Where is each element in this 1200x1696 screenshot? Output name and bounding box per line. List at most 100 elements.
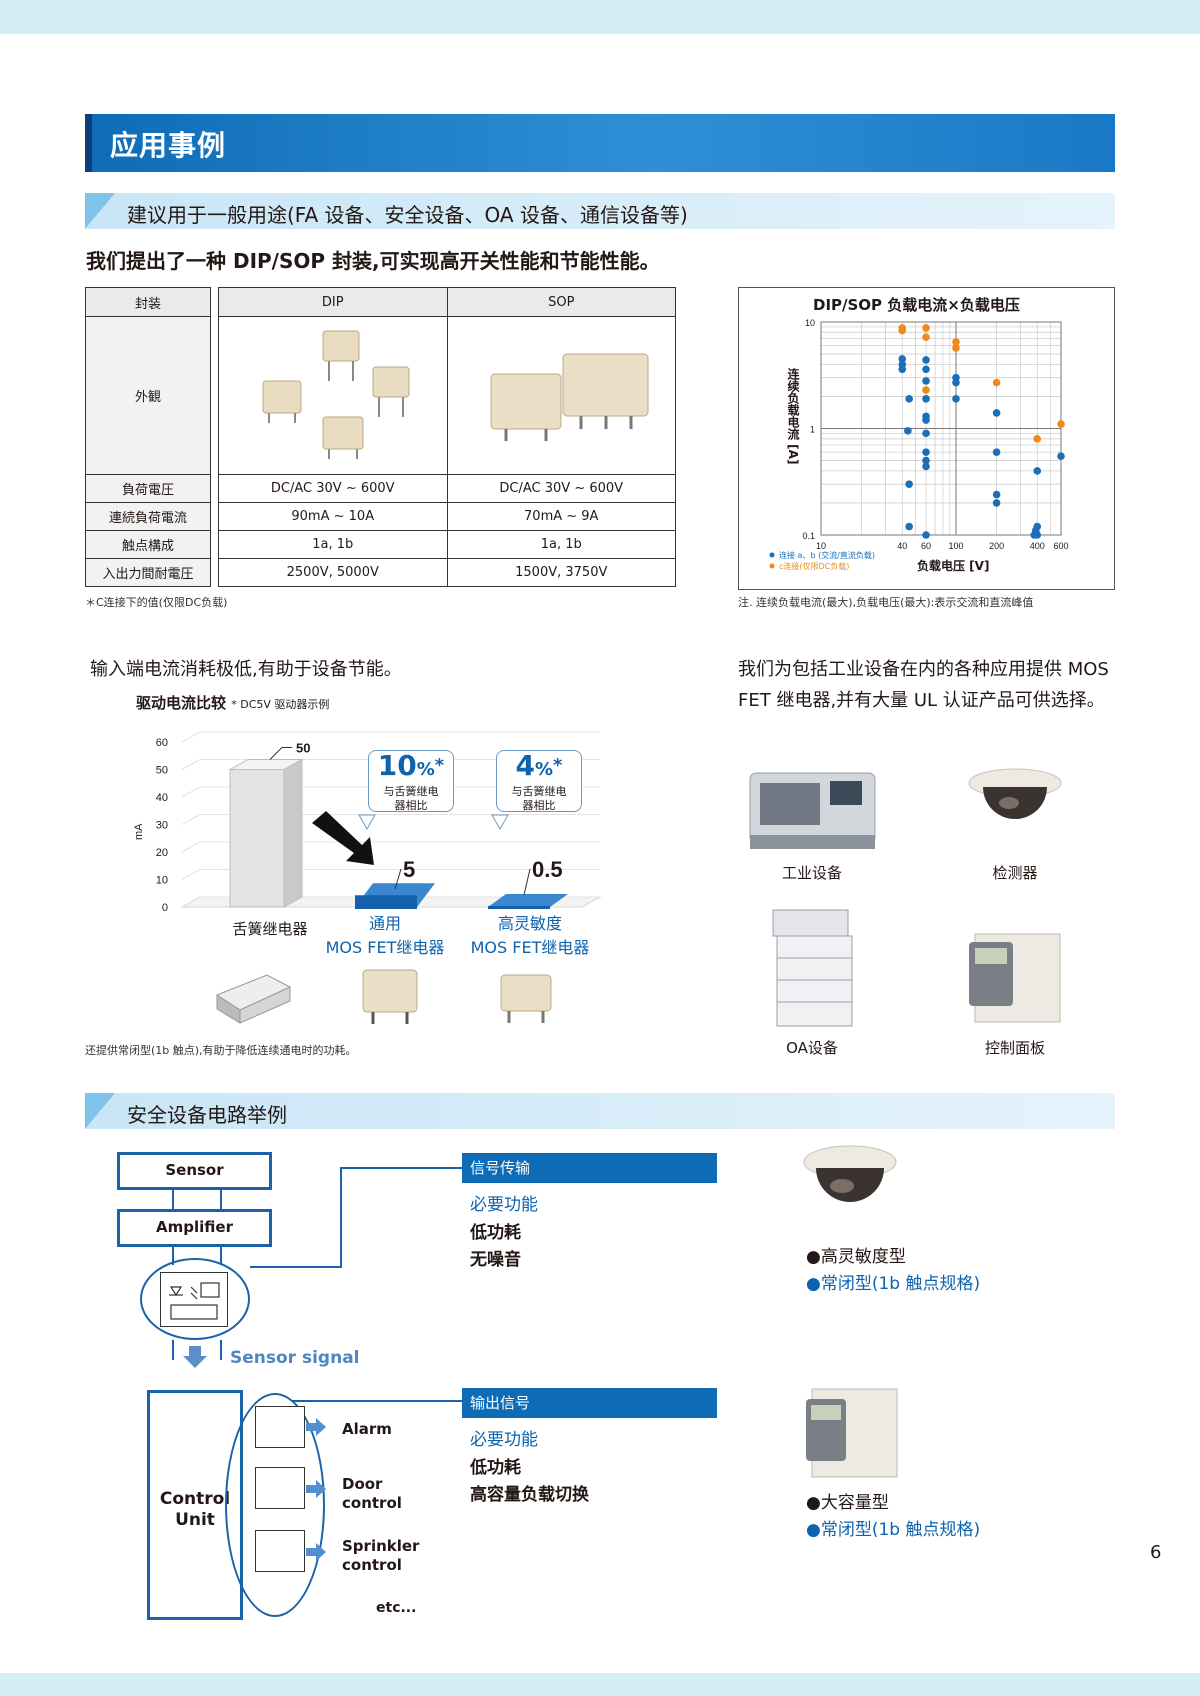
right-text: 我们为包括工业设备在内的各种应用提供 MOS FET 继电器,并有大量 UL 认… [738, 659, 1109, 711]
arrow-right-icon [306, 1480, 326, 1498]
cell-sop-voltage: DC/AC 30V ~ 600V [446, 474, 676, 503]
bar-value-label: 0.5 [532, 857, 563, 882]
bar-title: 驱动电流比较 * DC5V 驱动器示例 [136, 692, 329, 713]
bar-ytick: 20 [156, 847, 168, 859]
scatter-series-0 [898, 355, 1065, 539]
input-relay-symbol [160, 1272, 228, 1327]
bar-value-label: 50 [296, 741, 310, 756]
scatter-point [1057, 452, 1065, 460]
bar-top [488, 894, 568, 907]
output-alarm: Alarm [342, 1420, 392, 1438]
section-header: 应用事例 [85, 114, 1115, 172]
bar-title-text: 驱动电流比较 [136, 694, 227, 712]
signal-transfer-bar: 信号传输 [462, 1153, 717, 1183]
left-heading: 输入端电流消耗极低,有助于设备节能。 [90, 659, 402, 680]
scatter-point [898, 355, 907, 363]
scatter-point [905, 395, 913, 403]
alarm-relay-symbol [255, 1406, 305, 1448]
callout-1-big: 10 [377, 749, 417, 782]
output-signal-bar: 输出信号 [462, 1388, 717, 1418]
scatter-title: DIP/SOP 负载电流×负载电压 [813, 296, 1020, 314]
callout-4pct: 4%* 与舌簧继电器相比 [496, 750, 582, 812]
top-band [0, 0, 1200, 34]
scatter-point [922, 416, 930, 424]
subheading-triangle-2 [85, 1093, 115, 1129]
app-label-detector: 检测器 [992, 864, 1038, 882]
scatter-series-1 [898, 324, 1065, 443]
input-relay-circle [140, 1258, 250, 1340]
scatter-point [952, 344, 960, 352]
output-etc: etc... [376, 1600, 417, 1616]
bar-ytick: 40 [156, 792, 168, 804]
scatter-point [898, 326, 907, 335]
dip-image [218, 316, 448, 475]
callout-10pct: 10%* 与舌簧继电器相比 [368, 750, 454, 812]
legend-label: 连接 a、b (交流/直流负载) [779, 550, 875, 560]
scatter-point [922, 456, 930, 465]
scatter-point [922, 333, 930, 341]
bar-ytick: 10 [156, 875, 168, 887]
scatter-point [952, 338, 960, 346]
signal-feature-1: 低功耗 [470, 1223, 521, 1243]
subheading-safety: 安全设备电路举例 [85, 1093, 1115, 1129]
bar-grid-slant [181, 759, 201, 770]
scatter-point [992, 378, 1001, 387]
scatter-xtick: 400 [1030, 541, 1045, 551]
scatter-point [1033, 467, 1042, 475]
table-note: ＊C连接下的值(仅限DC负载) [85, 596, 228, 609]
scatter-note: 注. 连续负载电流(最大),负载电压(最大):表示交流和直流峰值 [738, 596, 1034, 609]
bar-ylabel: mA [133, 823, 145, 840]
cell-dip-current: 90mA ~ 10A [218, 502, 448, 531]
leader-line [269, 747, 292, 760]
scatter-point [1033, 522, 1042, 531]
down-arrow-icon [183, 1346, 207, 1368]
scatter-point [922, 448, 930, 456]
scatter-point [898, 365, 907, 374]
scatter-point [922, 531, 930, 539]
table-header-package: 封装 [85, 287, 211, 317]
bar-front [229, 769, 285, 908]
cell-sop-isolation: 1500V, 3750V [446, 558, 676, 587]
relay-schematic-icon [169, 1282, 220, 1320]
scatter-point [904, 427, 912, 435]
prod2-contact: ●常闭型(1b 触点规格) [806, 1520, 981, 1540]
scatter-xtick: 40 [897, 541, 907, 551]
prod1-contact: ●常闭型(1b 触点规格) [806, 1274, 981, 1294]
comparison-arrow-icon [312, 811, 374, 865]
bar-front [488, 906, 550, 909]
bar-ytick: 60 [156, 737, 168, 749]
intro-text: 我们提出了一种 DIP/SOP 封装,可实现高开关性能和节能性能。 [86, 249, 660, 273]
scatter-ytick: 0.1 [802, 531, 815, 541]
bar-ytick: 30 [156, 820, 168, 832]
app-label-industrial: 工业设备 [781, 864, 842, 882]
bar-grid-slant [181, 896, 201, 908]
scatter-point [922, 324, 930, 332]
arrow-right-icon [306, 1543, 326, 1561]
scatter-grid [820, 321, 1062, 536]
bar-caption-highsens: 高灵敏度 MOS FET继电器 [470, 914, 590, 957]
scatter-point [952, 378, 960, 387]
bar-subtitle: * DC5V 驱动器示例 [231, 698, 330, 711]
output-need-label: 必要功能 [470, 1430, 538, 1450]
dip-relays-image [262, 330, 410, 459]
scatter-point [905, 522, 913, 531]
control-unit-line2: Unit [175, 1510, 215, 1530]
bar-value-label: 5 [403, 857, 415, 882]
scatter-point [922, 356, 930, 364]
section-title: 应用事例 [110, 129, 227, 162]
scatter-point [905, 480, 913, 488]
cell-sop-current: 70mA ~ 9A [446, 502, 676, 531]
bar-caption-general: 通用 MOS FET继电器 [325, 914, 445, 957]
scatter-point [952, 395, 960, 403]
cell-dip-contact: 1a, 1b [218, 530, 448, 559]
scatter-point [1033, 531, 1042, 539]
sprinkler-relay-symbol [255, 1530, 305, 1572]
scatter-xtick: 600 [1053, 541, 1068, 551]
scatter-ytick: 1 [810, 425, 815, 435]
amplifier-box: Amplifier [117, 1209, 272, 1247]
bar-0 [228, 758, 304, 908]
scatter-xtick: 100 [948, 541, 963, 551]
